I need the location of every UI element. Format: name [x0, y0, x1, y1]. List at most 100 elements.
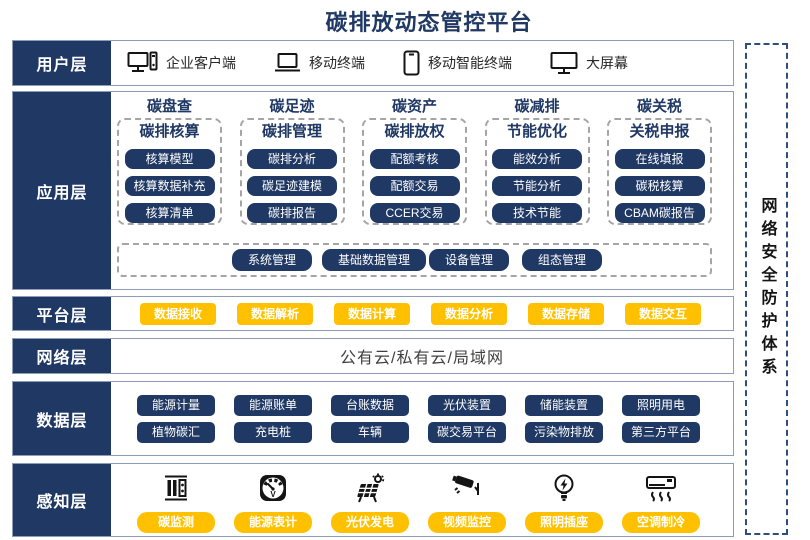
- data-source-button: 污染物排放: [525, 421, 603, 443]
- light-bulb-icon: [554, 474, 574, 501]
- platform-service-button: 数据接收: [140, 302, 216, 325]
- layer-label-network: 网络层: [13, 339, 111, 373]
- app-box-title: 节能优化: [506, 123, 567, 140]
- app-module-box: 节能优化 能效分析 节能分析 技术节能: [484, 118, 590, 225]
- user-terminal-big-screen: 大屏幕: [550, 51, 628, 75]
- common-management-button: 设备管理: [429, 249, 509, 271]
- carbon-monitor-icon: [165, 475, 187, 501]
- big-screen-icon: [550, 52, 578, 74]
- data-source-row: 能源计量 能源账单 台账数据 光伏装置 储能装置 照明用电: [111, 394, 733, 416]
- app-box-title: 碳排放权: [384, 123, 445, 140]
- app-column-carbon-inventory: 碳盘查 碳排核算 核算模型 核算数据补充 核算清单: [117, 96, 222, 225]
- sensing-label: 空调制冷: [622, 512, 700, 533]
- data-source-button: 台账数据: [331, 394, 409, 416]
- data-source-button: 充电桩: [234, 421, 312, 443]
- device-label: 大屏幕: [586, 55, 628, 71]
- app-layer-content: 碳盘查 碳排核算 核算模型 核算数据补充 核算清单 碳足迹 碳排管理 碳排分析 …: [111, 92, 733, 289]
- data-source-button: 照明用电: [622, 394, 700, 416]
- data-source-button: 能源账单: [234, 394, 312, 416]
- app-module-box: 碳排管理 碳排分析 碳足迹建模 碳排报告: [239, 118, 345, 225]
- app-box-title: 碳排核算: [139, 123, 200, 140]
- platform-service-button: 数据分析: [431, 302, 507, 325]
- app-function-button: 能效分析: [492, 149, 582, 169]
- app-function-button: 节能分析: [492, 176, 582, 196]
- app-function-button: 核算模型: [124, 149, 215, 169]
- sensing-label: 照明插座: [525, 512, 603, 533]
- app-box-title: 关税申报: [629, 123, 690, 140]
- user-terminal-mobile: 移动终端: [274, 52, 365, 74]
- app-function-button: 碳排报告: [247, 203, 337, 223]
- common-management-button: 系统管理: [232, 249, 312, 271]
- platform-service-button: 数据计算: [334, 302, 410, 325]
- sensing-label: 能源表计: [234, 512, 312, 533]
- sensing-item-aircon: 空调制冷: [622, 464, 700, 536]
- sensing-item-energy-meter: V 能源表计: [234, 464, 312, 536]
- smartphone-icon: [403, 50, 420, 76]
- laptop-icon: [275, 53, 300, 72]
- app-column-header: 碳减排: [514, 98, 560, 115]
- data-source-button: 能源计量: [137, 394, 215, 416]
- app-column-header: 碳足迹: [269, 98, 315, 115]
- app-column-carbon-footprint: 碳足迹 碳排管理 碳排分析 碳足迹建模 碳排报告: [239, 96, 345, 225]
- user-terminal-smart-mobile: 移动智能终端: [403, 50, 512, 76]
- app-function-button: 碳足迹建模: [247, 176, 337, 196]
- app-columns: 碳盘查 碳排核算 核算模型 核算数据补充 核算清单 碳足迹 碳排管理 碳排分析 …: [111, 96, 733, 225]
- app-module-box: 碳排核算 核算模型 核算数据补充 核算清单: [117, 118, 222, 225]
- user-terminal-enterprise: 企业客户端: [127, 51, 236, 75]
- layer-row-app: 应用层 碳盘查 碳排核算 核算模型 核算数据补充 核算清单 碳足迹 碳排管理 碳…: [12, 91, 734, 290]
- app-function-button: 核算清单: [124, 203, 215, 223]
- cctv-camera-icon: [452, 475, 479, 495]
- sensing-item-solar: 光伏发电: [331, 464, 409, 536]
- common-management-box: 系统管理 基础数据管理 设备管理 组态管理: [117, 243, 712, 277]
- app-column-header: 碳资产: [391, 98, 437, 115]
- device-label: 企业客户端: [166, 55, 236, 71]
- sensing-layer-content: 碳监测 V 能源表计: [111, 464, 733, 536]
- layer-row-platform: 平台层 数据接收 数据解析 数据计算 数据分析 数据存储 数据交互: [12, 296, 734, 331]
- desktop-pc-icon: [127, 51, 158, 72]
- data-source-row: 植物碳汇 充电桩 车辆 碳交易平台 污染物排放 第三方平台: [111, 421, 733, 443]
- layer-label-data: 数据层: [13, 382, 111, 455]
- device-label: 移动智能终端: [428, 55, 512, 71]
- security-barrier-box: 网络安全防护体系: [745, 43, 788, 535]
- user-layer-content: 企业客户端 移动终端 移动智能终端 大屏幕: [111, 41, 733, 85]
- app-function-button: 碳排分析: [247, 149, 337, 169]
- data-source-button: 车辆: [331, 421, 409, 443]
- sensing-item-lighting: 照明插座: [525, 464, 603, 536]
- app-function-button: 配额考核: [369, 149, 460, 169]
- sensing-label: 碳监测: [137, 512, 215, 533]
- page-title: 碳排放动态管控平台: [325, 10, 533, 35]
- solar-panel-icon: [357, 473, 385, 503]
- data-source-button: 碳交易平台: [428, 421, 506, 443]
- data-source-button: 光伏装置: [428, 394, 506, 416]
- layer-label-sensing: 感知层: [13, 464, 111, 536]
- layer-label-user: 用户层: [13, 41, 111, 85]
- layer-row-user: 用户层 企业客户端 移动终端 移动智能终端: [12, 40, 734, 86]
- layer-row-sensing: 感知层 碳监测: [12, 463, 734, 537]
- app-column-carbon-tariff: 碳关税 关税申报 在线填报 碳税核算 CBAM碳报告: [607, 96, 712, 225]
- app-function-button: 核算数据补充: [124, 176, 215, 196]
- layer-row-data: 数据层 能源计量 能源账单 台账数据 光伏装置 储能装置 照明用电 植物碳汇 充…: [12, 381, 734, 456]
- data-layer-content: 能源计量 能源账单 台账数据 光伏装置 储能装置 照明用电 植物碳汇 充电桩 车…: [111, 382, 733, 455]
- platform-service-button: 数据存储: [528, 302, 604, 325]
- app-column-header: 碳盘查: [146, 98, 192, 115]
- app-module-box: 关税申报 在线填报 碳税核算 CBAM碳报告: [607, 118, 712, 225]
- app-function-button: 配额交易: [369, 176, 460, 196]
- common-management-button: 基础数据管理: [322, 249, 426, 271]
- layer-label-platform: 平台层: [13, 297, 111, 330]
- device-label: 移动终端: [309, 55, 365, 71]
- sensing-item-carbon-monitor: 碳监测: [137, 464, 215, 536]
- sensing-label: 视频监控: [428, 512, 506, 533]
- data-source-button: 植物碳汇: [137, 421, 215, 443]
- app-column-carbon-asset: 碳资产 碳排放权 配额考核 配额交易 CCER交易: [362, 96, 467, 225]
- app-function-button: CCER交易: [369, 203, 460, 223]
- platform-service-button: 数据交互: [625, 302, 701, 325]
- app-function-button: 在线填报: [614, 149, 705, 169]
- sensing-label: 光伏发电: [331, 512, 409, 533]
- app-box-title: 碳排管理: [261, 123, 322, 140]
- data-source-button: 储能装置: [525, 394, 603, 416]
- data-source-button: 第三方平台: [622, 421, 700, 443]
- energy-meter-icon: V: [260, 475, 286, 501]
- app-module-box: 碳排放权 配额考核 配额交易 CCER交易: [362, 118, 467, 225]
- sensing-item-cctv: 视频监控: [428, 464, 506, 536]
- app-function-button: 技术节能: [492, 203, 582, 223]
